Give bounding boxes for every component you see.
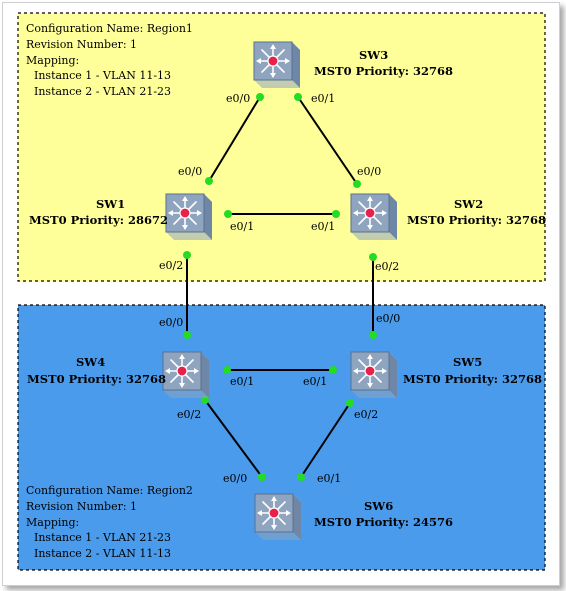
port-dot: [369, 253, 377, 261]
region1-config: Configuration Name: Region1 Revision Num…: [26, 22, 193, 98]
port-label: e0/1: [311, 220, 335, 233]
port-label: e0/0: [226, 92, 250, 105]
port-label: e0/2: [375, 260, 399, 273]
region1-mapping-title: Mapping:: [26, 54, 79, 67]
switch-name-sw5: SW5: [453, 355, 482, 369]
region1-config-name: Configuration Name: Region1: [26, 22, 193, 35]
port-label: e0/1: [317, 472, 341, 485]
switch-priority-sw2: MST0 Priority: 32768: [407, 213, 546, 227]
port-dot: [353, 180, 361, 188]
port-label: e0/1: [230, 375, 254, 388]
switch-name-sw4: SW4: [76, 355, 105, 369]
port-dot: [183, 331, 191, 339]
region1-revision: Revision Number: 1: [26, 38, 137, 51]
region2-mapping-title: Mapping:: [26, 516, 79, 529]
port-label: e0/1: [303, 375, 327, 388]
port-label: e0/0: [178, 165, 202, 178]
port-dot: [369, 331, 377, 339]
region1-instance-1: Instance 1 - VLAN 11-13: [34, 69, 171, 82]
port-dot: [297, 473, 305, 481]
link-sw4-sw6: [204, 399, 263, 478]
region2-config-name: Configuration Name: Region2: [26, 484, 193, 497]
switch-priority-sw5: MST0 Priority: 32768: [403, 372, 542, 386]
region2-config: Configuration Name: Region2 Revision Num…: [26, 484, 193, 560]
port-label: e0/0: [376, 312, 400, 325]
port-label: e0/0: [159, 316, 183, 329]
link-sw3-sw1: [208, 96, 261, 182]
switch-icon-sw4[interactable]: [162, 351, 210, 399]
switch-priority-sw1: MST0 Priority: 28672: [29, 213, 168, 227]
port-label: e0/0: [357, 165, 381, 178]
switch-icon-sw5[interactable]: [350, 351, 398, 399]
region2-instance-1: Instance 1 - VLAN 21-23: [34, 531, 171, 544]
region2-instance-2: Instance 2 - VLAN 11-13: [34, 547, 171, 560]
port-indicators: [183, 93, 377, 481]
port-dot: [183, 251, 191, 259]
switch-priority-sw4: MST0 Priority: 32768: [27, 372, 166, 386]
port-label: e0/1: [311, 92, 335, 105]
link-sw3-sw2: [297, 96, 358, 185]
port-dot: [205, 177, 213, 185]
port-dot: [258, 473, 266, 481]
port-label: e0/2: [159, 259, 183, 272]
port-dot: [329, 366, 337, 374]
switch-name-sw2: SW2: [454, 197, 483, 211]
switch-icon-sw6[interactable]: [254, 493, 302, 541]
port-dot: [346, 399, 354, 407]
links: [186, 96, 374, 478]
switch-icon-sw2[interactable]: [350, 193, 398, 241]
port-dot: [224, 210, 232, 218]
switch-priority-sw3: MST0 Priority: 32768: [314, 64, 453, 78]
port-dot: [223, 366, 231, 374]
switch-name-sw3: SW3: [359, 48, 388, 62]
port-label: e0/2: [177, 408, 201, 421]
switch-icon-sw1[interactable]: [165, 193, 213, 241]
switch-priority-sw6: MST0 Priority: 24576: [314, 515, 453, 529]
switch-labels: SW3 MST0 Priority: 32768 SW1 MST0 Priori…: [27, 48, 546, 529]
port-label: e0/2: [354, 408, 378, 421]
port-dot: [256, 93, 264, 101]
port-label: e0/1: [230, 220, 254, 233]
port-dot: [294, 93, 302, 101]
region1-instance-2: Instance 2 - VLAN 21-23: [34, 85, 171, 98]
switch-name-sw6: SW6: [364, 499, 393, 513]
switch-icon-sw3[interactable]: [253, 41, 301, 89]
region2-revision: Revision Number: 1: [26, 500, 137, 513]
port-dot: [332, 210, 340, 218]
link-sw5-sw6: [300, 402, 351, 478]
port-label: e0/0: [223, 472, 247, 485]
switch-name-sw1: SW1: [96, 197, 125, 211]
port-labels: e0/0 e0/1 e0/0 e0/0 e0/1 e0/1 e0/2 e0/2 …: [159, 92, 400, 485]
